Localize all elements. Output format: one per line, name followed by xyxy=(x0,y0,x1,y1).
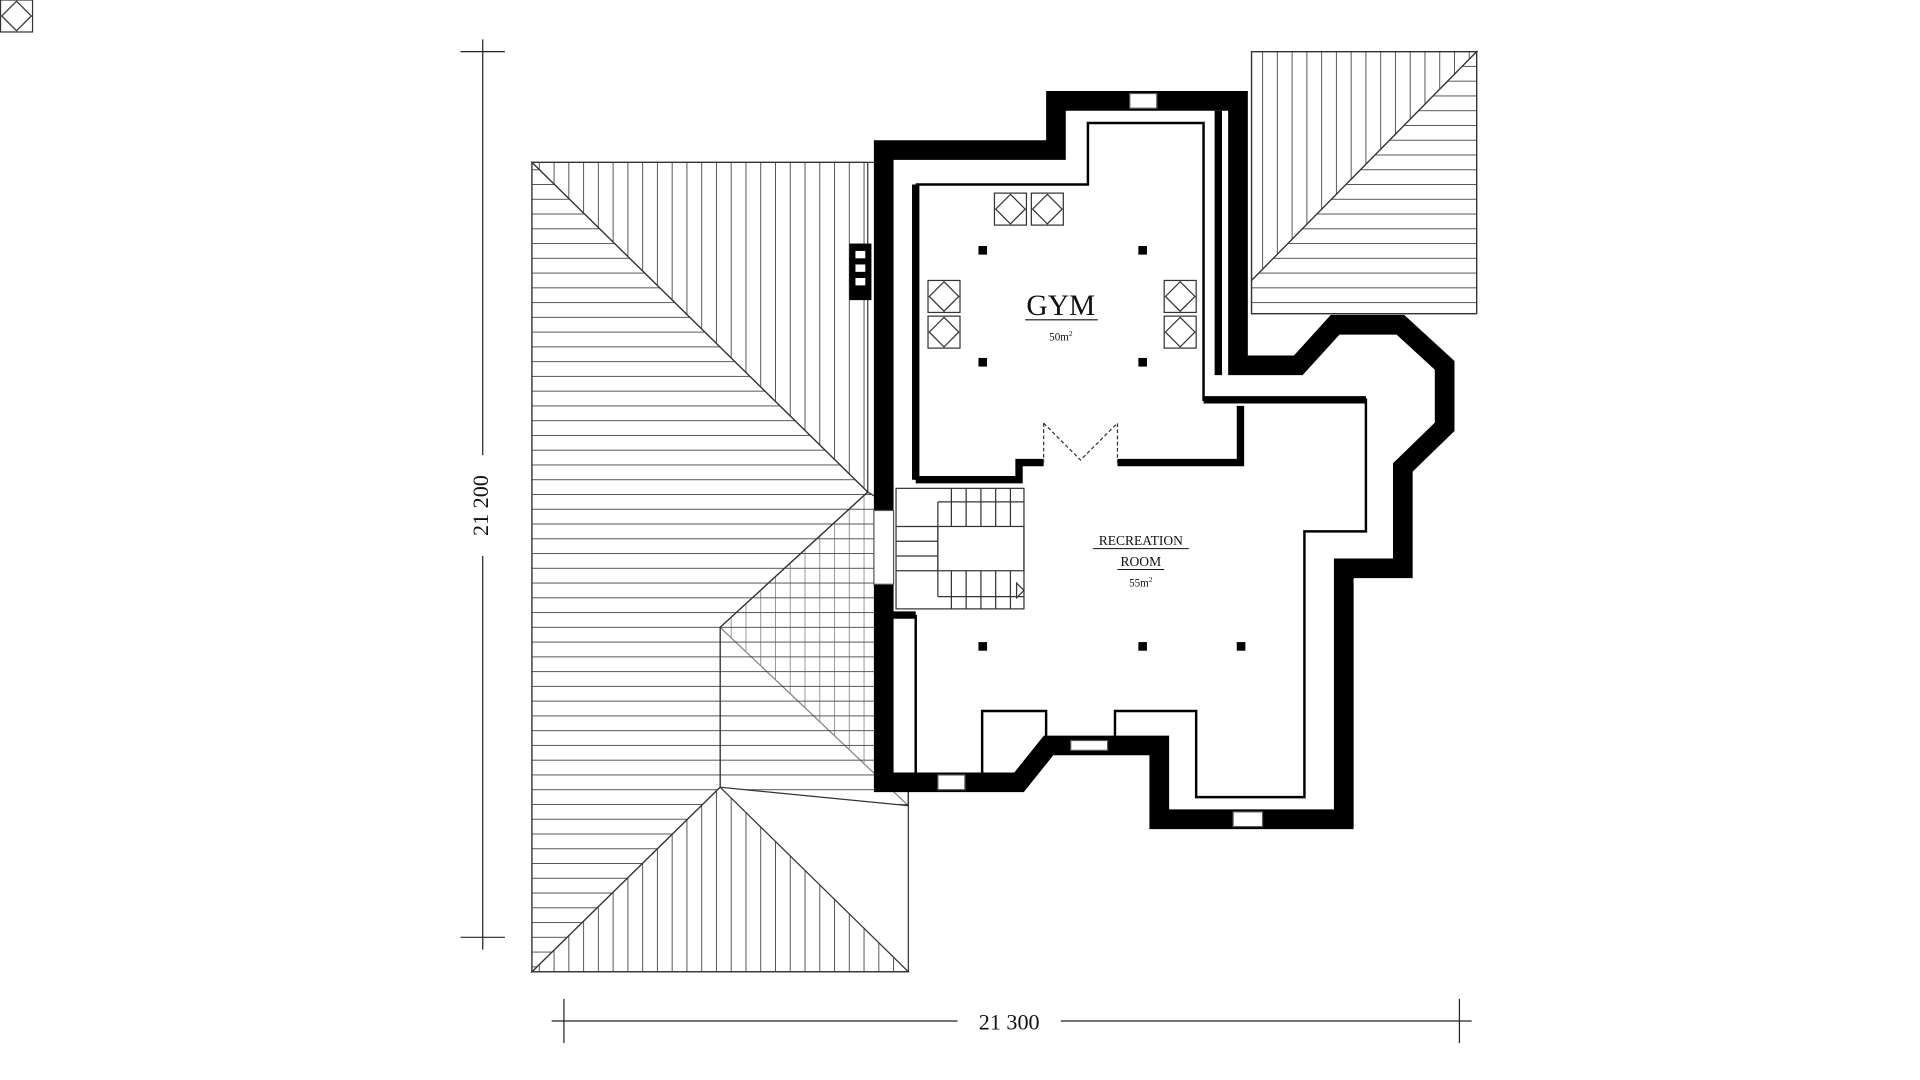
gym-door[interactable] xyxy=(1043,421,1119,463)
skylights xyxy=(0,0,1197,349)
room-area-gym: 50m2 xyxy=(1049,329,1073,344)
dimension-horizontal xyxy=(551,998,1472,1044)
interior-wall xyxy=(883,110,1366,619)
room-area-recreation: 55m2 xyxy=(1129,575,1153,590)
room-label-room: ROOM xyxy=(1121,554,1162,569)
windows xyxy=(873,92,1264,828)
dimension-height-label: 21 200 xyxy=(468,475,493,536)
dimension-vertical xyxy=(460,39,505,950)
inner-wall-line xyxy=(914,121,1368,799)
columns xyxy=(978,246,1246,651)
dimension-width-label: 21 300 xyxy=(979,1010,1040,1035)
room-label-recreation: RECREATION xyxy=(1099,533,1183,548)
staircase[interactable] xyxy=(895,487,1025,610)
right-roof xyxy=(1250,50,1479,315)
room-label-gym: GYM xyxy=(1026,290,1095,322)
left-roof xyxy=(530,160,910,974)
